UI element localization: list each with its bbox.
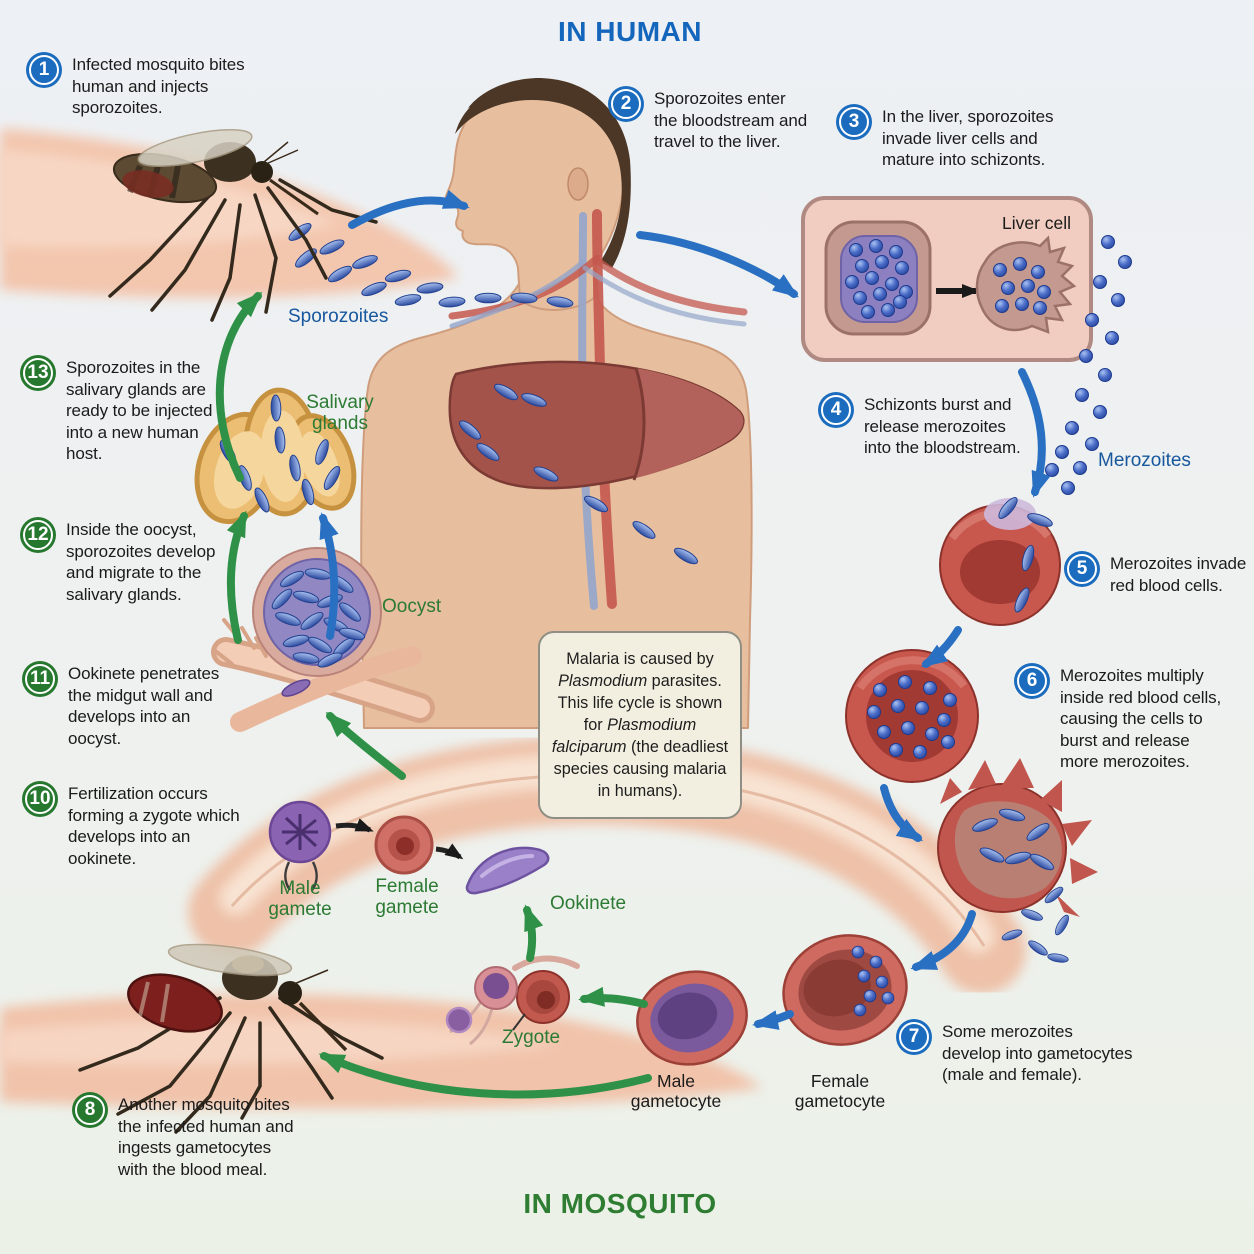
step-11: 11 Ookinete penetrates the midgut wall a… <box>22 661 254 749</box>
label-female-gametocyte: Female gametocyte <box>794 1071 886 1111</box>
arrow-female-to-ookinete <box>435 843 464 860</box>
info-box: Malaria is caused by Plasmodium parasite… <box>538 631 742 820</box>
arrow-bursting-to-gametocyte <box>910 910 976 971</box>
step-6-text: Merozoites multiply inside red blood cel… <box>1060 666 1222 772</box>
step-10: 10 Fertilization occurs forming a zygote… <box>22 781 268 869</box>
male-gamete-illustration <box>268 800 332 891</box>
step-5: 5 Merozoites invade red blood cells. <box>1064 551 1254 596</box>
step-8-text: Another mosquito bites the infected huma… <box>118 1095 294 1179</box>
step-3-number: 3 <box>839 107 869 137</box>
arrow-zygote-to-ookinete <box>523 904 544 962</box>
label-sporozoites: Sporozoites <box>288 306 389 327</box>
arrow-oocyst-to-glands-green <box>226 510 248 644</box>
male-gametocyte-illustration <box>636 970 748 1066</box>
step-3-text: In the liver, sporozoites invade liver c… <box>882 107 1054 170</box>
label-zygote: Zygote <box>502 1027 561 1048</box>
arrow-glands-to-mosquito <box>215 291 263 482</box>
mosquito-top-illustration <box>108 129 378 322</box>
step-13-number: 13 <box>23 358 53 388</box>
arrow-male-to-female-gamete <box>335 818 374 833</box>
label-oocyst: Oocyst <box>382 596 442 617</box>
infected-red-blood-cell <box>845 649 979 783</box>
label-merozoites: Merozoites <box>1098 450 1191 471</box>
label-female-gamete: Female gamete <box>375 876 439 919</box>
human-hair <box>455 78 631 268</box>
title-in-human: IN HUMAN <box>558 16 702 47</box>
human-ear <box>567 167 589 201</box>
label-salivary-glands: Salivary glands <box>306 392 374 435</box>
step-8: 8 Another mosquito bites the infected hu… <box>72 1092 308 1180</box>
step-11-number: 11 <box>25 664 55 694</box>
title-in-mosquito: IN MOSQUITO <box>523 1188 717 1219</box>
step-8-number: 8 <box>75 1095 105 1125</box>
step-13-text: Sporozoites in the salivary glands are r… <box>66 358 213 464</box>
step-7: 7 Some merozoites develop into gametocyt… <box>896 1019 1142 1086</box>
arrow-rbc-to-infected <box>921 626 962 668</box>
step-6-number: 6 <box>1017 666 1047 696</box>
step-4: 4 Schizonts burst and release merozoites… <box>818 392 1036 459</box>
label-male-gametocyte: Male gametocyte <box>630 1071 722 1111</box>
red-blood-cell <box>939 494 1061 626</box>
step-1-text: Infected mosquito bites human and inject… <box>72 55 245 118</box>
arrow-mosquito-to-human <box>348 189 470 229</box>
zygote-illustration <box>512 955 580 1031</box>
arrow-to-bottom-mosquito <box>318 1052 652 1099</box>
arrow-female-to-male-gametocyte <box>752 1010 794 1030</box>
arrow-gametocyte-to-zygote <box>578 986 648 1008</box>
step-13: 13 Sporozoites in the salivary glands ar… <box>20 355 234 465</box>
label-male-gamete: Male gamete <box>268 878 332 921</box>
step-12: 12 Inside the oocyst, sporozoites develo… <box>20 517 232 605</box>
step-10-text: Fertilization occurs forming a zygote wh… <box>68 784 240 868</box>
step-5-text: Merozoites invade red blood cells. <box>1110 554 1247 595</box>
ookinete-illustration <box>465 846 550 895</box>
mosquito-bottom-illustration <box>78 943 384 1134</box>
step-2: 2 Sporozoites enter the bloodstream and … <box>608 86 820 153</box>
step-1-number: 1 <box>29 55 59 85</box>
step-11-text: Ookinete penetrates the midgut wall and … <box>68 664 220 748</box>
human-figure <box>360 78 753 729</box>
step-12-number: 12 <box>23 520 53 550</box>
step-3: 3 In the liver, sporozoites invade liver… <box>836 104 1074 171</box>
arrow-infected-to-bursting <box>880 784 924 842</box>
label-ookinete: Ookinete <box>550 893 627 914</box>
step-2-number: 2 <box>611 89 641 119</box>
arrow-liverbox-to-rbc <box>1018 368 1051 498</box>
arrow-ookinete-to-midgut <box>325 711 406 780</box>
arrow-human-to-liver-box <box>636 231 799 298</box>
step-2-text: Sporozoites enter the bloodstream and tr… <box>654 89 808 152</box>
midgut-wall <box>211 618 435 732</box>
bursting-red-blood-cell <box>937 758 1098 964</box>
label-liver-cell: Liver cell <box>1002 213 1072 233</box>
step-4-text: Schizonts burst and release merozoites i… <box>864 395 1021 458</box>
step-4-number: 4 <box>821 395 851 425</box>
arrow-oocyst-to-glands-blue <box>319 512 339 640</box>
female-gamete-illustration <box>374 815 434 875</box>
step-6: 6 Merozoites multiply inside red blood c… <box>1014 663 1232 773</box>
step-10-number: 10 <box>25 784 55 814</box>
liver-cell-box <box>801 196 1093 362</box>
step-12-text: Inside the oocyst, sporozoites develop a… <box>66 520 216 604</box>
info-box-text: Malaria is caused by Plasmodium parasite… <box>551 650 729 801</box>
step-1: 1 Infected mosquito bites human and inje… <box>26 52 258 119</box>
oocyst-illustration <box>252 547 382 677</box>
step-5-number: 5 <box>1067 554 1097 584</box>
exflagellation-cells <box>445 966 518 1046</box>
step-7-text: Some merozoites develop into gametocytes… <box>942 1022 1133 1085</box>
step-7-number: 7 <box>899 1022 929 1052</box>
